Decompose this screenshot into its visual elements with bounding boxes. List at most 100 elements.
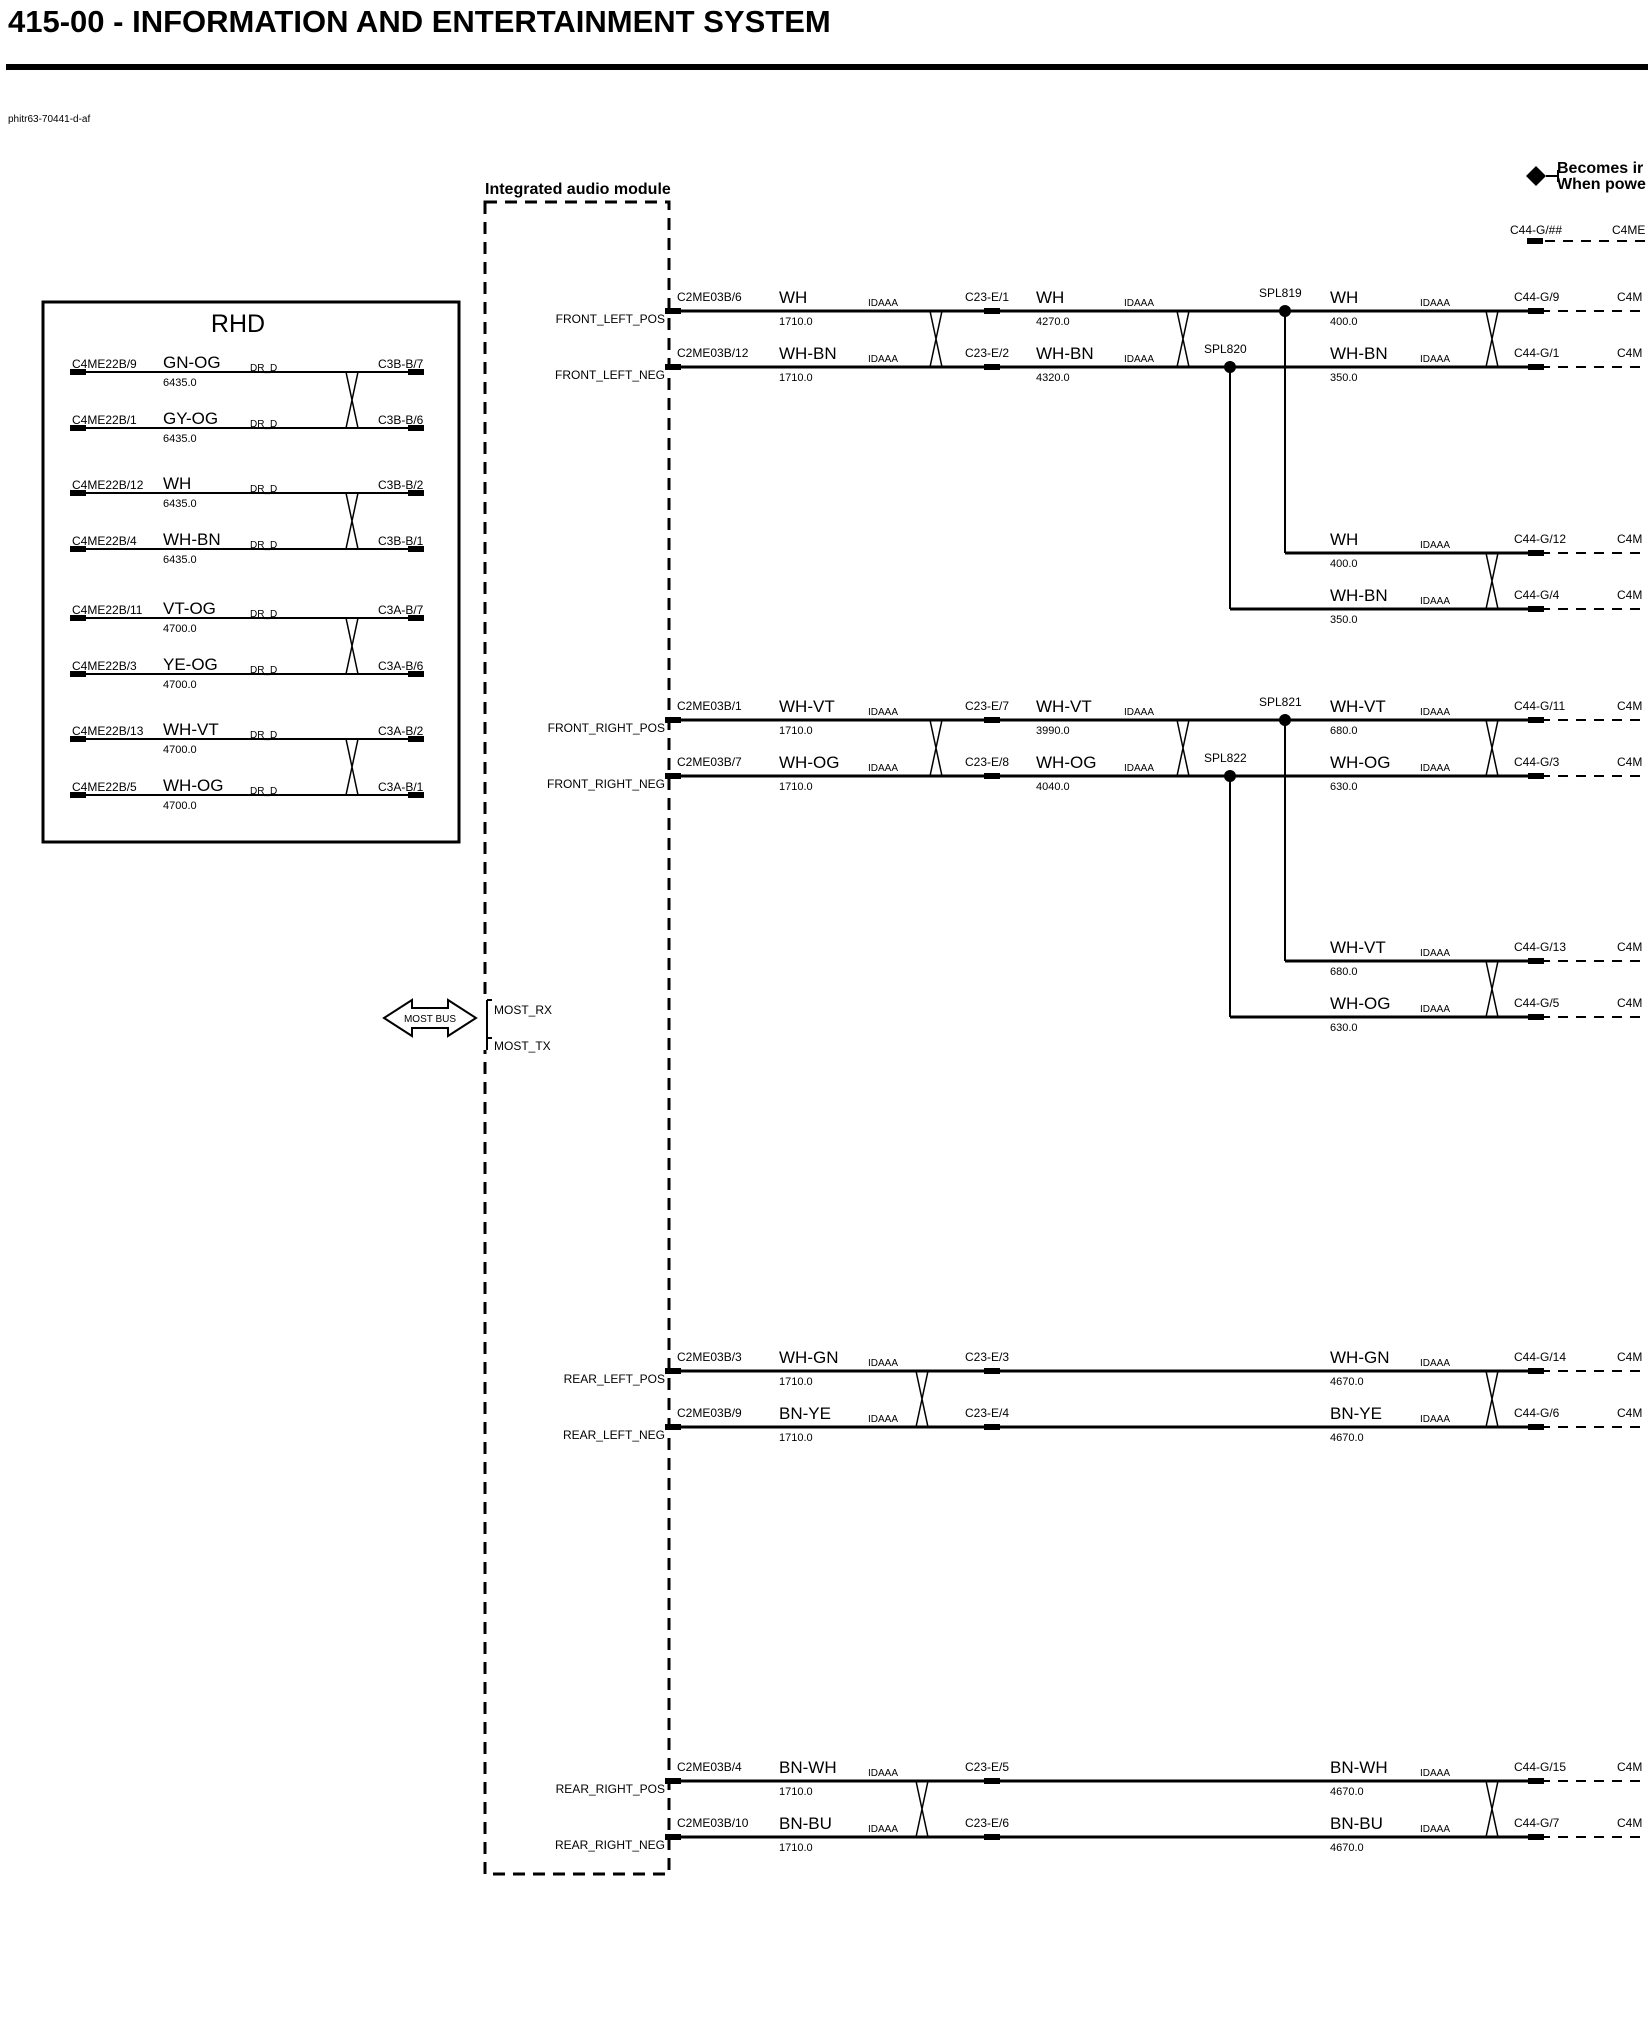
integrated-audio-module: Integrated audio module MOST_RX MOST_TX — [482, 181, 671, 1876]
module-pin-label: C2ME03B/1 — [677, 699, 742, 713]
twisted-pair-icon — [1485, 552, 1499, 610]
truncated-connector-label: C4M — [1617, 588, 1642, 602]
connector-pin-icon — [70, 792, 86, 798]
rhd-to-pin: C3A-B/7 — [378, 603, 424, 617]
module-pin-label: C2ME03B/4 — [677, 1760, 742, 1774]
wire-color: WH — [1036, 288, 1064, 307]
rhd-wire-color: WH — [163, 474, 191, 493]
connector-pin-icon — [408, 792, 424, 798]
title-rule — [6, 64, 1648, 70]
wire-type: IDAAA — [1420, 1004, 1450, 1015]
signal-pos-label: FRONT_LEFT_POS — [556, 312, 665, 326]
connector-pin-icon — [70, 369, 86, 375]
wire-length: 400.0 — [1330, 316, 1358, 328]
wire-length: 630.0 — [1330, 1022, 1358, 1034]
connector-pin-icon — [1528, 1368, 1544, 1374]
rhd-wire-length: 6435.0 — [163, 433, 197, 445]
splice-label: SPL820 — [1204, 342, 1247, 356]
truncated-connector-label: C4M — [1617, 532, 1642, 546]
wire-type: IDAAA — [1420, 596, 1450, 607]
twisted-pair-icon — [345, 371, 359, 429]
end-connector-label: C44-G/4 — [1514, 588, 1560, 602]
rhd-wire-length: 6435.0 — [163, 554, 197, 566]
rhd-wire-type: DR_D — [250, 419, 277, 430]
wire-type: IDAAA — [1124, 298, 1154, 309]
inline-connector-icon — [984, 1368, 1000, 1374]
wire-type: IDAAA — [1420, 1768, 1450, 1779]
rhd-wire-color: WH-BN — [163, 530, 221, 549]
rhd-to-pin: C3B-B/1 — [378, 534, 424, 548]
wire-type: IDAAA — [868, 763, 898, 774]
wire-type: IDAAA — [1124, 763, 1154, 774]
wire-type: IDAAA — [1420, 1824, 1450, 1835]
wire-color: WH-OG — [1330, 994, 1390, 1013]
end-connector-label: C44-G/1 — [1514, 346, 1560, 360]
wire-type: IDAAA — [1420, 298, 1450, 309]
wire-length: 4270.0 — [1036, 316, 1070, 328]
splice-label: SPL819 — [1259, 286, 1302, 300]
connector-pin-icon — [408, 546, 424, 552]
rhd-to-pin: C3A-B/2 — [378, 724, 424, 738]
rhd-to-pin: C3A-B/1 — [378, 780, 424, 794]
page-title: 415-00 - INFORMATION AND ENTERTAINMENT S… — [8, 4, 831, 39]
inline-connector-icon — [984, 308, 1000, 314]
inline-connector-icon — [984, 717, 1000, 723]
module-pin-label: C2ME03B/9 — [677, 1406, 742, 1420]
module-pin-label: C2ME03B/3 — [677, 1350, 742, 1364]
rhd-from-pin: C4ME22B/4 — [72, 534, 137, 548]
most-tx-label: MOST_TX — [494, 1039, 551, 1053]
rhd-from-pin: C4ME22B/1 — [72, 413, 137, 427]
wire-length: 350.0 — [1330, 372, 1358, 384]
reference-code: phitr63-70441-d-af — [8, 114, 90, 125]
most-rx-label: MOST_RX — [494, 1003, 552, 1017]
connector-pin-icon — [408, 425, 424, 431]
wire-color: WH-BN — [1330, 586, 1388, 605]
truncated-connector-label: C4M — [1617, 1760, 1642, 1774]
connector-pin-icon — [1528, 1014, 1544, 1020]
signal-pos-label: REAR_LEFT_POS — [564, 1372, 665, 1386]
wire-type: IDAAA — [1124, 707, 1154, 718]
splice-label: SPL821 — [1259, 695, 1302, 709]
truncated-connector-label: C4M — [1617, 346, 1642, 360]
wire-length: 1710.0 — [779, 1786, 813, 1798]
wire-length: 4040.0 — [1036, 781, 1070, 793]
rhd-wire-type: DR_D — [250, 609, 277, 620]
legend: Becomes ir When powe C44-G/## C4ME — [1510, 160, 1648, 244]
module-pin-label: C2ME03B/10 — [677, 1816, 749, 1830]
connector-pin-icon — [70, 671, 86, 677]
twisted-pair-icon — [1176, 719, 1190, 777]
twisted-pair-icon — [1485, 960, 1499, 1018]
inline-connector-icon — [984, 773, 1000, 779]
wire-type: IDAAA — [868, 354, 898, 365]
wire-color: WH-BN — [779, 344, 837, 363]
rhd-wire-color: YE-OG — [163, 655, 218, 674]
twisted-pair-icon — [929, 719, 943, 777]
rhd-from-pin: C4ME22B/3 — [72, 659, 137, 673]
rhd-wire-length: 4700.0 — [163, 744, 197, 756]
rhd-wire-length: 4700.0 — [163, 679, 197, 691]
wire-length: 680.0 — [1330, 725, 1358, 737]
signal-neg-label: FRONT_LEFT_NEG — [555, 368, 665, 382]
connector-pin-icon — [1528, 1424, 1544, 1430]
rhd-wire-type: DR_D — [250, 786, 277, 797]
module-pin-icon — [665, 1424, 681, 1430]
inline-connector-label: C23-E/3 — [965, 1350, 1009, 1364]
wire-type: IDAAA — [868, 298, 898, 309]
connector-pin-icon — [408, 615, 424, 621]
wire-length: 4670.0 — [1330, 1432, 1364, 1444]
rhd-wire-color: GY-OG — [163, 409, 218, 428]
inline-connector-icon — [984, 1778, 1000, 1784]
rhd-wire-color: WH-VT — [163, 720, 219, 739]
wire-type: IDAAA — [1420, 1414, 1450, 1425]
wire-length: 1710.0 — [779, 1842, 813, 1854]
signal-neg-label: REAR_RIGHT_NEG — [555, 1838, 665, 1852]
wire-color: WH-OG — [1036, 753, 1096, 772]
signal-neg-label: REAR_LEFT_NEG — [563, 1428, 665, 1442]
connector-pin-icon — [1528, 958, 1544, 964]
wire-length: 1710.0 — [779, 316, 813, 328]
